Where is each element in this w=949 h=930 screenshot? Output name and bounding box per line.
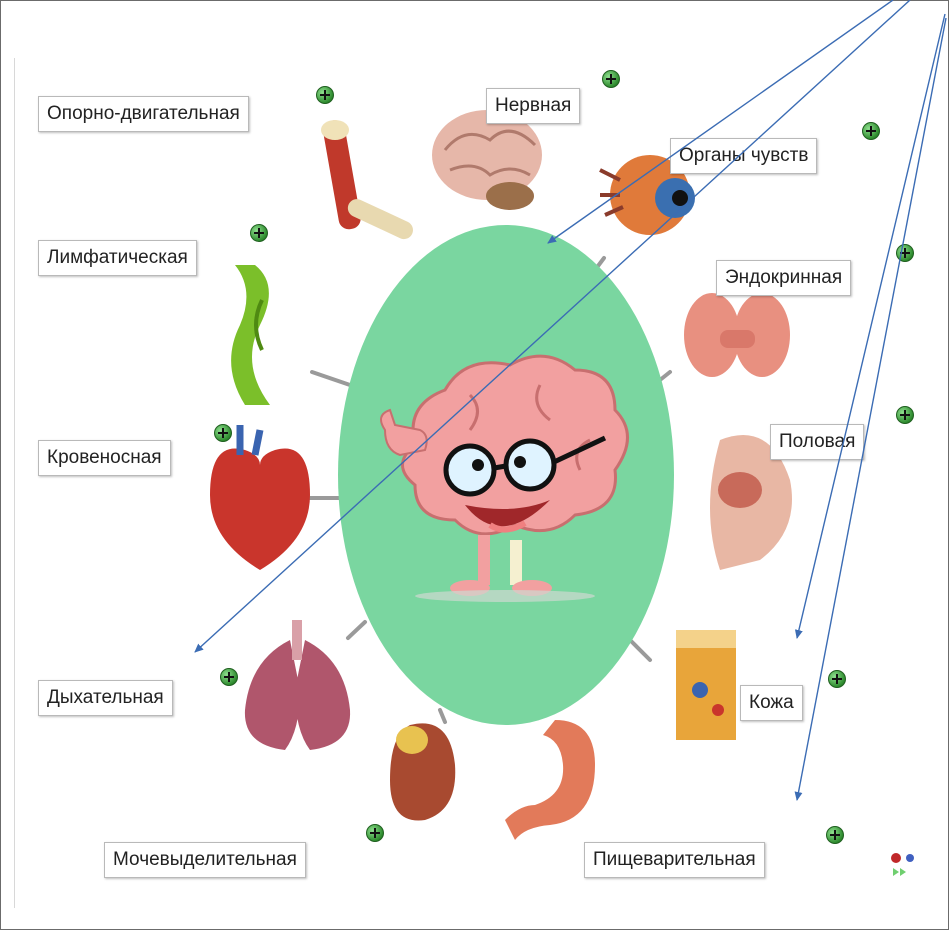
expand-icon[interactable]	[862, 122, 880, 140]
label-circulatory: Кровеносная	[38, 440, 171, 476]
label-lymphatic: Лимфатическая	[38, 240, 197, 276]
label-skin: Кожа	[740, 685, 803, 721]
expand-icon[interactable]	[316, 86, 334, 104]
expand-icon[interactable]	[602, 70, 620, 88]
label-digestive: Пищеварительная	[584, 842, 765, 878]
label-musculoskeletal: Опорно-двигательная	[38, 96, 249, 132]
skin-illustration	[676, 630, 736, 740]
brain-illustration	[432, 110, 542, 210]
label-excretory: Мочевыделительная	[104, 842, 306, 878]
expand-icon[interactable]	[250, 224, 268, 242]
stomach-illustration	[505, 720, 595, 840]
expand-icon[interactable]	[220, 668, 238, 686]
expand-icon[interactable]	[896, 406, 914, 424]
arm-bone-illustration	[321, 119, 416, 242]
expand-icon[interactable]	[826, 826, 844, 844]
expand-icon[interactable]	[366, 824, 384, 842]
expand-icon[interactable]	[896, 244, 914, 262]
label-reproductive: Половая	[770, 424, 864, 460]
kidney-illustration	[390, 723, 455, 820]
label-respiratory: Дыхательная	[38, 680, 173, 716]
thyroid-illustration	[684, 293, 790, 377]
label-senses: Органы чувств	[670, 138, 817, 174]
lymph-vessel-illustration	[231, 265, 270, 405]
heart-illustration	[210, 425, 310, 570]
expand-icon[interactable]	[828, 670, 846, 688]
label-endocrine: Эндокринная	[716, 260, 851, 296]
expand-icon[interactable]	[214, 424, 232, 442]
lungs-illustration	[245, 620, 350, 750]
label-nervous: Нервная	[486, 88, 580, 124]
